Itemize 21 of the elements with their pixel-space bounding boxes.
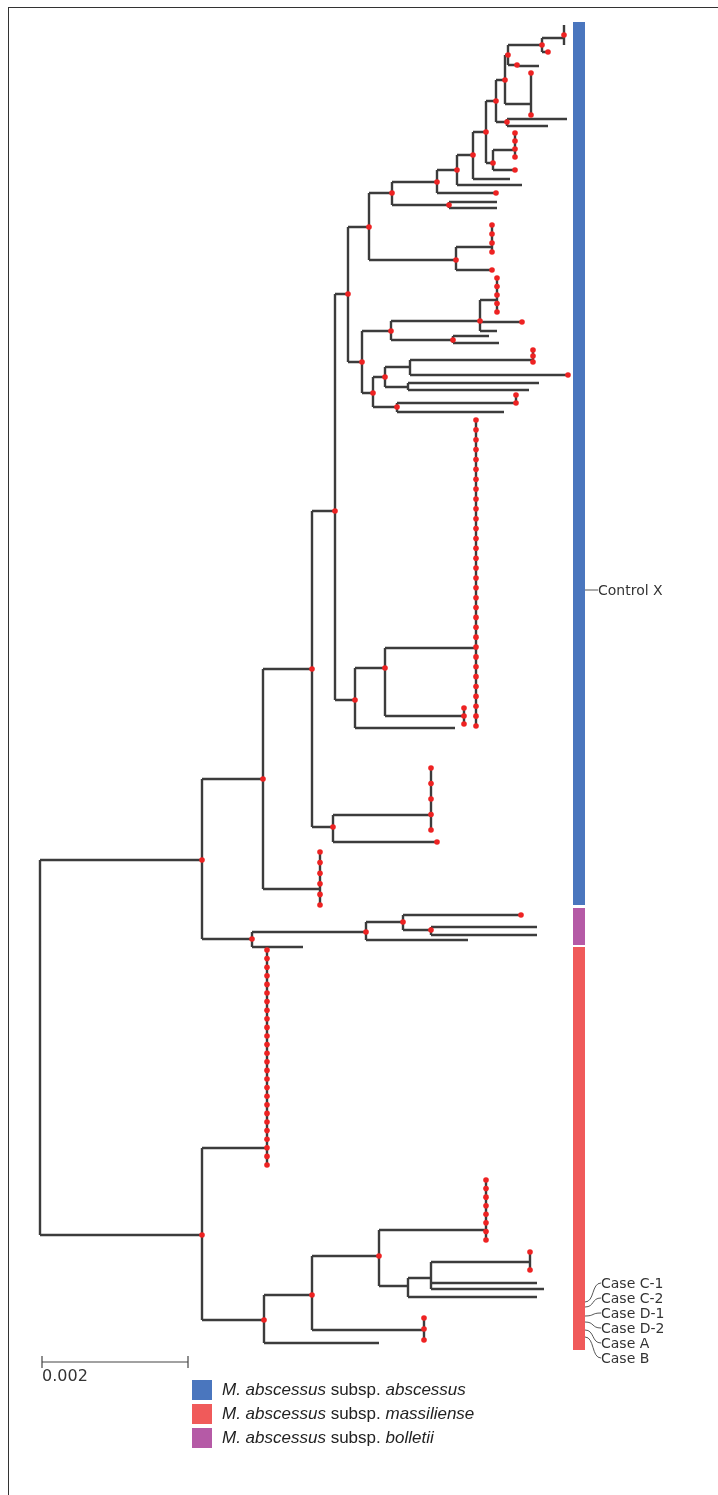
leaf-label: Case B [601, 1350, 650, 1366]
leader-line [584, 1321, 602, 1329]
leaf-label: Control X [598, 582, 663, 598]
legend-text: M. abscessus subsp. abscessus [222, 1380, 466, 1400]
leaf-label: Case A [601, 1335, 650, 1351]
leader-line [584, 1297, 602, 1308]
leaf-label: Case D-2 [601, 1320, 665, 1336]
leaf-label: Case C-2 [601, 1290, 664, 1306]
scale-bar-label: 0.002 [42, 1367, 88, 1385]
clade-color-bar [573, 908, 585, 945]
leader-line [584, 1336, 602, 1359]
clade-color-bar [573, 947, 585, 1350]
leader-line [584, 589, 599, 591]
leader-line [584, 1282, 602, 1303]
legend-text: M. abscessus subsp. massiliense [222, 1404, 475, 1424]
leaf-label: Case D-1 [601, 1305, 665, 1321]
legend-text: M. abscessus subsp. bolletii [222, 1428, 434, 1448]
leaf-label: Case C-1 [601, 1275, 664, 1291]
clade-color-bar [573, 22, 585, 905]
leader-line [584, 1329, 602, 1344]
leader-line [584, 1312, 602, 1317]
